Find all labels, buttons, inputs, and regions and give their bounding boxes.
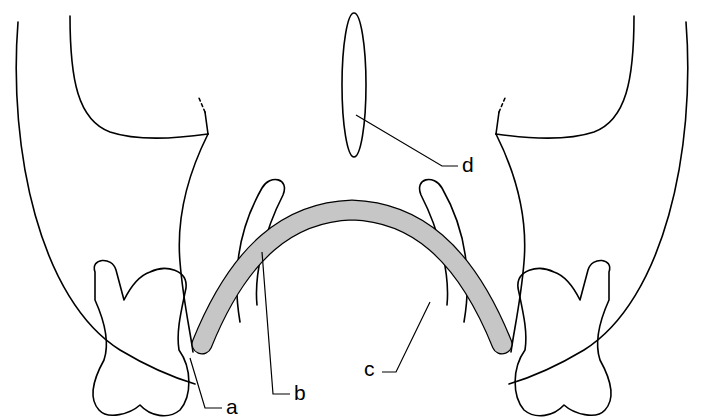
part-label: c bbox=[364, 358, 375, 379]
part-label: d bbox=[462, 154, 474, 175]
part-label: a bbox=[226, 396, 238, 417]
part-label: b bbox=[294, 382, 306, 403]
